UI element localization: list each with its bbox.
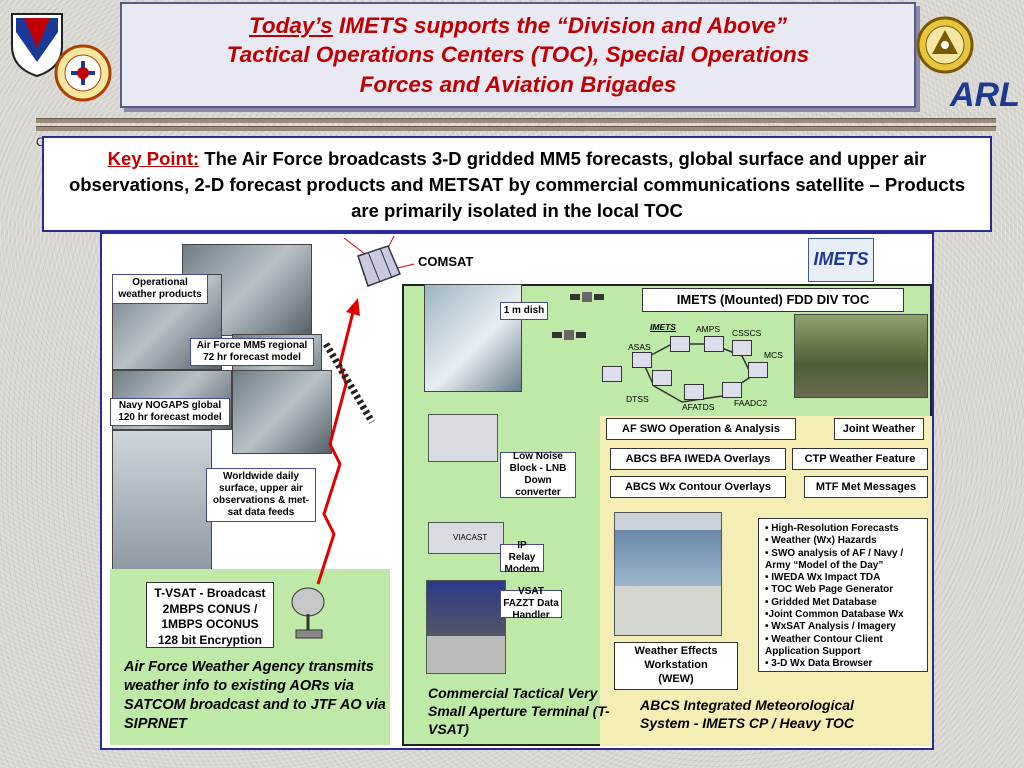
key-point-text: The Air Force broadcasts 3-D gridded MM5… [68, 148, 966, 221]
comsat-label: COMSAT [418, 254, 474, 269]
net-label-asas: ASAS [628, 342, 651, 352]
capability-item: • 3-D Wx Data Browser [765, 658, 873, 670]
mcs-pc [748, 362, 768, 378]
tvsat-line1: T-VSAT - Broadcast [154, 586, 266, 600]
title-divider [36, 118, 996, 123]
capabilities-list: • High-Resolution Forecasts • Weather (W… [758, 518, 928, 672]
key-point-label: Key Point: [107, 148, 200, 169]
desk-photo [232, 370, 332, 454]
gateway-pc [602, 366, 622, 382]
callout-operational: Operational weather products [112, 274, 208, 304]
toc-header: IMETS (Mounted) FDD DIV TOC [642, 288, 904, 312]
capability-item: Application Support [765, 645, 861, 657]
lnb-label: Low Noise Block - LNB Down converter [500, 451, 576, 498]
title-divider-2 [36, 126, 996, 131]
mtf-box: MTF Met Messages [804, 476, 928, 498]
satellite-small-icon [570, 292, 604, 302]
tvsat-line2: 2MBPS CONUS / [162, 601, 258, 616]
army-materiel-shield-icon [11, 13, 63, 78]
capability-item: • IWEDA Wx Impact TDA [765, 572, 881, 584]
dtss-pc [652, 370, 672, 386]
wew-line2: Workstation [644, 658, 708, 671]
abcs-wx-box: ABCS Wx Contour Overlays [610, 476, 786, 498]
net-label-cssc: CSSCS [732, 328, 762, 338]
slide-marker: C [36, 135, 45, 149]
weather-workstation [614, 512, 722, 636]
viacast-modem: VIACAST [428, 522, 504, 554]
title-line3: Forces and Aviation Brigades [359, 71, 677, 97]
arsenal-seal-icon [54, 44, 112, 102]
net-label-faadc2: FAADC2 [734, 398, 768, 408]
callout-worldwide: Worldwide daily surface, upper air obser… [206, 468, 316, 522]
slide-title: Today’s IMETS supports the “Division and… [227, 11, 810, 99]
arl-logo: ARL [950, 76, 1020, 114]
ground-dish-icon [291, 587, 325, 639]
tvsat-line3: 1MBPS OCONUS [161, 617, 259, 632]
fazzt-label: VSAT FAZZT Data Handler [500, 586, 562, 621]
abcs-imets-description: ABCS Integrated Meteorological System - … [640, 697, 854, 732]
callout-nogaps: Navy NOGAPS global 120 hr forecast model [110, 398, 230, 426]
laptop [426, 580, 506, 674]
capability-item: • TOC Web Page Generator [765, 584, 894, 596]
joint-weather-box: Joint Weather [834, 418, 924, 440]
title-line2: Tactical Operations Centers (TOC), Speci… [226, 42, 810, 68]
net-label-imets: IMETS [650, 322, 676, 332]
capability-item: • High-Resolution Forecasts [765, 523, 899, 534]
capability-item: • SWO analysis of AF / Navy / [765, 547, 904, 559]
humvee-photo [794, 314, 928, 398]
capability-item: • Weather Contour Client [765, 633, 883, 645]
title-line1: IMETS supports the “Division and Above” [332, 13, 787, 39]
radar-dome-photo [112, 430, 212, 570]
capability-item: • WxSAT Analysis / Imagery [765, 621, 896, 633]
technology-seal-icon [916, 16, 974, 74]
modem-label: IP Relay Modem [500, 540, 544, 575]
net-label-amps: AMPS [696, 324, 721, 334]
net-label-mcs: MCS [764, 350, 783, 360]
lnb-device [428, 414, 498, 462]
key-point-box: Key Point: The Air Force broadcasts 3-D … [42, 136, 992, 232]
satellite-dish-photo [424, 284, 522, 392]
dish-label: 1 m dish [500, 302, 548, 320]
afwa-description: Air Force Weather Agency transmits weath… [124, 659, 386, 732]
faadc2-pc [722, 382, 742, 398]
architecture-diagram: Operational weather products Air Force M… [100, 232, 934, 750]
ctp-box: CTP Weather Feature [792, 448, 928, 470]
capability-item: • Gridded Met Database [765, 596, 877, 608]
net-label-dtss: DTSS [626, 394, 649, 404]
abcs-bfa-box: ABCS BFA IWEDA Overlays [610, 448, 786, 470]
satellite-small-icon-2 [552, 330, 586, 340]
amps-pc [704, 336, 724, 352]
capability-item: • Weather (Wx) Hazards [765, 535, 877, 547]
title-today: Today’s [248, 13, 333, 39]
slide-title-box: Today’s IMETS supports the “Division and… [120, 2, 916, 108]
comsat-satellite-icon [343, 235, 415, 287]
capability-item: •Joint Common Database Wx [765, 609, 904, 621]
imets-pc [670, 336, 690, 352]
wew-line3: (WEW) [658, 672, 694, 685]
net-label-afatds: AFATDS [682, 402, 715, 412]
imets-logo: IMETS [808, 238, 874, 282]
cssc-pc [732, 340, 752, 356]
afatds-pc [684, 384, 704, 400]
capability-item: Army “Model of the Day” [765, 559, 884, 571]
asas-pc [632, 352, 652, 368]
wew-label-box: Weather Effects Workstation (WEW) [614, 642, 738, 690]
wew-line1: Weather Effects [634, 645, 718, 657]
tvsat-line4: 128 bit Encryption [157, 632, 263, 647]
af-swo-box: AF SWO Operation & Analysis [606, 418, 796, 440]
viacast-label: VIACAST [453, 533, 488, 542]
tvsat-broadcast-box: T-VSAT - Broadcast 2MBPS CONUS / 1MBPS O… [146, 582, 274, 648]
callout-mm5: Air Force MM5 regional 72 hr forecast mo… [190, 338, 314, 366]
ctvsat-description: Commercial Tactical Very Small Aperture … [428, 685, 610, 738]
